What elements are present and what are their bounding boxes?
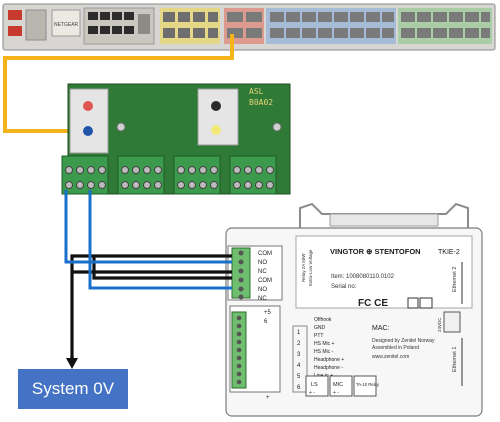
ls-signs: + - [309,390,315,396]
yellow-ethernet-cable [3,34,234,133]
tkie-model: TKIE-2 [438,249,460,256]
input-label-headphone-plus: Headphone + [314,357,344,363]
input-label-ptt: PTT [314,333,323,339]
input-label-headphone-minus: Headphone - [314,365,343,371]
ce-mark-icon: FC CE [358,298,388,309]
input-number: 3 [297,352,301,358]
weee-icon [407,297,419,309]
tkie-serial: Serial no: [331,284,357,290]
relay-board: ASL B0A02 [61,83,291,195]
network-switch: NETGEAR [2,3,496,51]
tkie-module: VINGTOR ⊕ STENTOFON TKIE-2 Item: 1008080… [225,202,483,417]
blue-wires [64,190,232,290]
yellow-led [211,125,221,135]
tkie-designed-by: Designed by Zenitel Norway [372,338,435,344]
black-led [211,101,221,111]
relay-terminal-com-1: COM [258,251,272,257]
input-number: 2 [297,341,301,347]
switch-blue-ports [266,8,396,44]
tkie-voltage-rating: Extra-Low Voltage [308,249,313,286]
relay-terminal-no-1: NO [258,260,267,266]
power-connector [443,311,461,333]
mounting-screw [272,122,282,132]
board-label-line1: ASL [249,87,264,96]
input-number: 5 [297,374,301,380]
terminal-block [173,155,221,195]
terminal-block [117,155,165,195]
ta10-relay-label: TA-10 Relay [356,382,380,387]
tkie-relay-rating: Relay 2A 50W [301,253,306,282]
input-label-offhook: Offhook [314,317,332,323]
terminal-block [61,155,109,195]
bottom-connectors: LS + - MIC + - TA-10 Relay [305,375,380,397]
input-label-gnd: GND [314,325,326,331]
input-label-hs-mic-minus: HS Mic - [314,349,334,355]
input-terminal-labels: +5 6 1 2 3 4 5 6 + [231,310,301,401]
input-plus-5: +5 [264,310,272,316]
board-label-line2: B0A02 [249,98,273,107]
input-number: 6 [264,319,268,325]
system-0v-box: System 0V [18,369,128,409]
switch-red-port [8,26,22,36]
mic-signs: + - [333,390,339,396]
input-number: 4 [297,363,301,369]
cert-box-icon [419,297,433,309]
relay-terminal-labels: COM NO NC COM NO NC [231,247,272,302]
relay-terminal-nc-2: NC [258,296,267,302]
switch-model-label: NETGEAR [54,22,79,28]
tkie-brand: VINGTOR ⊕ STENTOFON [330,247,421,256]
blue-led [83,126,93,136]
relay-terminal-com-2: COM [258,278,272,284]
mounting-screw [116,122,126,132]
relay-terminal-no-2: NO [258,287,267,293]
input-label-hs-mic-plus: HS Mic + [314,341,335,347]
relay-module-left [69,88,109,154]
relay-terminal-nc-1: NC [258,269,267,275]
switch-red-port [8,10,22,20]
tkie-website: www.zenitel.com [372,354,409,360]
terminal-block [229,155,277,195]
tkie-assembled: Assembled in Poland [372,345,419,351]
system-0v-label: System 0V [31,379,115,398]
input-number: 6 [297,385,301,391]
black-wires [70,254,232,360]
mic-label: MIC [333,382,343,388]
ethernet-1-label: Ethernet 1 [452,347,458,372]
switch-yellow-ports [160,8,220,44]
red-led [83,101,93,111]
tkie-mac-label: MAC: [372,325,390,332]
input-bottom-plus: + [266,395,270,401]
ls-label: LS [311,382,318,388]
tkie-item-number: Item: 1008080110.0102 [331,274,395,280]
input-number: 1 [297,330,301,336]
power-label: 24VDC [437,317,442,332]
arrow-down-icon [66,358,78,369]
ethernet-2-label: Ethernet 2 [452,267,458,292]
relay-module-right [197,88,239,146]
switch-green-ports [398,8,492,44]
